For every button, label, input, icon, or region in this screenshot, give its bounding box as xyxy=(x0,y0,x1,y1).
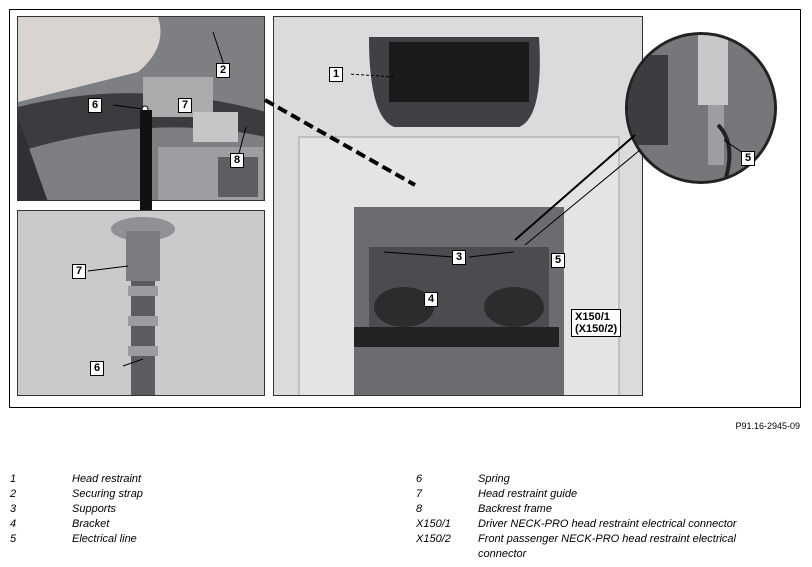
legend-desc: Head restraint xyxy=(72,473,142,485)
legend-item: 6 Spring xyxy=(416,472,778,487)
legend-right: 6 Spring 7 Head restraint guide 8 Backrest … xyxy=(416,472,778,562)
legend-num: 5 xyxy=(10,533,17,545)
legend-item: X150/2 Front passenger NECK-PRO head rest… xyxy=(416,532,778,562)
legend-desc: Front passenger NECK-PRO head restraint … xyxy=(478,533,736,560)
legend-item: 3 Supports xyxy=(10,502,372,517)
callout-2-securing-strap: 2 xyxy=(216,63,231,78)
legend-left: 1 Head restraint 2 Securing strap 3 Support… xyxy=(10,472,372,547)
legend-num: 2 xyxy=(10,488,17,500)
legend-item: 8 Backrest frame xyxy=(416,502,778,517)
legend-item: 2 Securing strap xyxy=(10,487,372,502)
legend-num: 1 xyxy=(10,473,17,485)
callout-8-backrest-frame: 8 xyxy=(230,153,245,168)
legend-desc: Supports xyxy=(72,503,117,515)
legend-num: X150/1 xyxy=(416,518,451,530)
legend-desc: Backrest frame xyxy=(478,503,552,515)
callout-4-bracket: 4 xyxy=(424,292,439,307)
photo-head-restraint-guide xyxy=(17,210,265,396)
legend-desc: Bracket xyxy=(72,518,110,530)
callout-7-guide: 7 xyxy=(178,98,193,113)
legend-desc: Head restraint guide xyxy=(478,488,578,500)
callout-1-head-restraint: 1 xyxy=(329,67,344,82)
legend-desc: Electrical line xyxy=(72,533,137,545)
legend-num: 3 xyxy=(10,503,17,515)
leader-zoom xyxy=(514,134,641,246)
callout-6-inset: 6 xyxy=(90,361,105,376)
callout-5-electrical-line: 5 xyxy=(551,253,566,268)
legend-item: 7 Head restraint guide xyxy=(416,487,778,502)
legend-item: 4 Bracket xyxy=(10,517,372,532)
legend-num: 6 xyxy=(416,473,423,485)
callout-x150-connector: X150/1 (X150/2) xyxy=(571,309,622,337)
legend-num: 4 xyxy=(10,518,17,530)
legend-desc: Securing strap xyxy=(72,488,143,500)
legend-item: 1 Head restraint xyxy=(10,472,372,487)
legend-desc: Driver NECK-PRO head restraint electrica… xyxy=(478,518,737,530)
legend-num: 7 xyxy=(416,488,423,500)
legend-item: X150/1 Driver NECK-PRO head restraint ele… xyxy=(416,517,778,532)
callout-6-spring: 6 xyxy=(88,98,103,113)
callout-5-zoom: 5 xyxy=(741,151,756,166)
photo-head-restraint-mount xyxy=(17,16,265,201)
legend-num: 8 xyxy=(416,503,423,515)
leader-bar xyxy=(140,110,152,215)
legend-item: 5 Electrical line xyxy=(10,532,372,547)
figure-reference: P91.16-2945-09 xyxy=(735,421,800,431)
legend-num: X150/2 xyxy=(416,533,451,545)
photo-seat-backrest xyxy=(273,16,643,396)
callout-3-supports: 3 xyxy=(452,250,467,265)
callout-7-inset: 7 xyxy=(72,264,87,279)
leader-dashed-1 xyxy=(264,98,416,187)
legend-desc: Spring xyxy=(478,473,510,485)
